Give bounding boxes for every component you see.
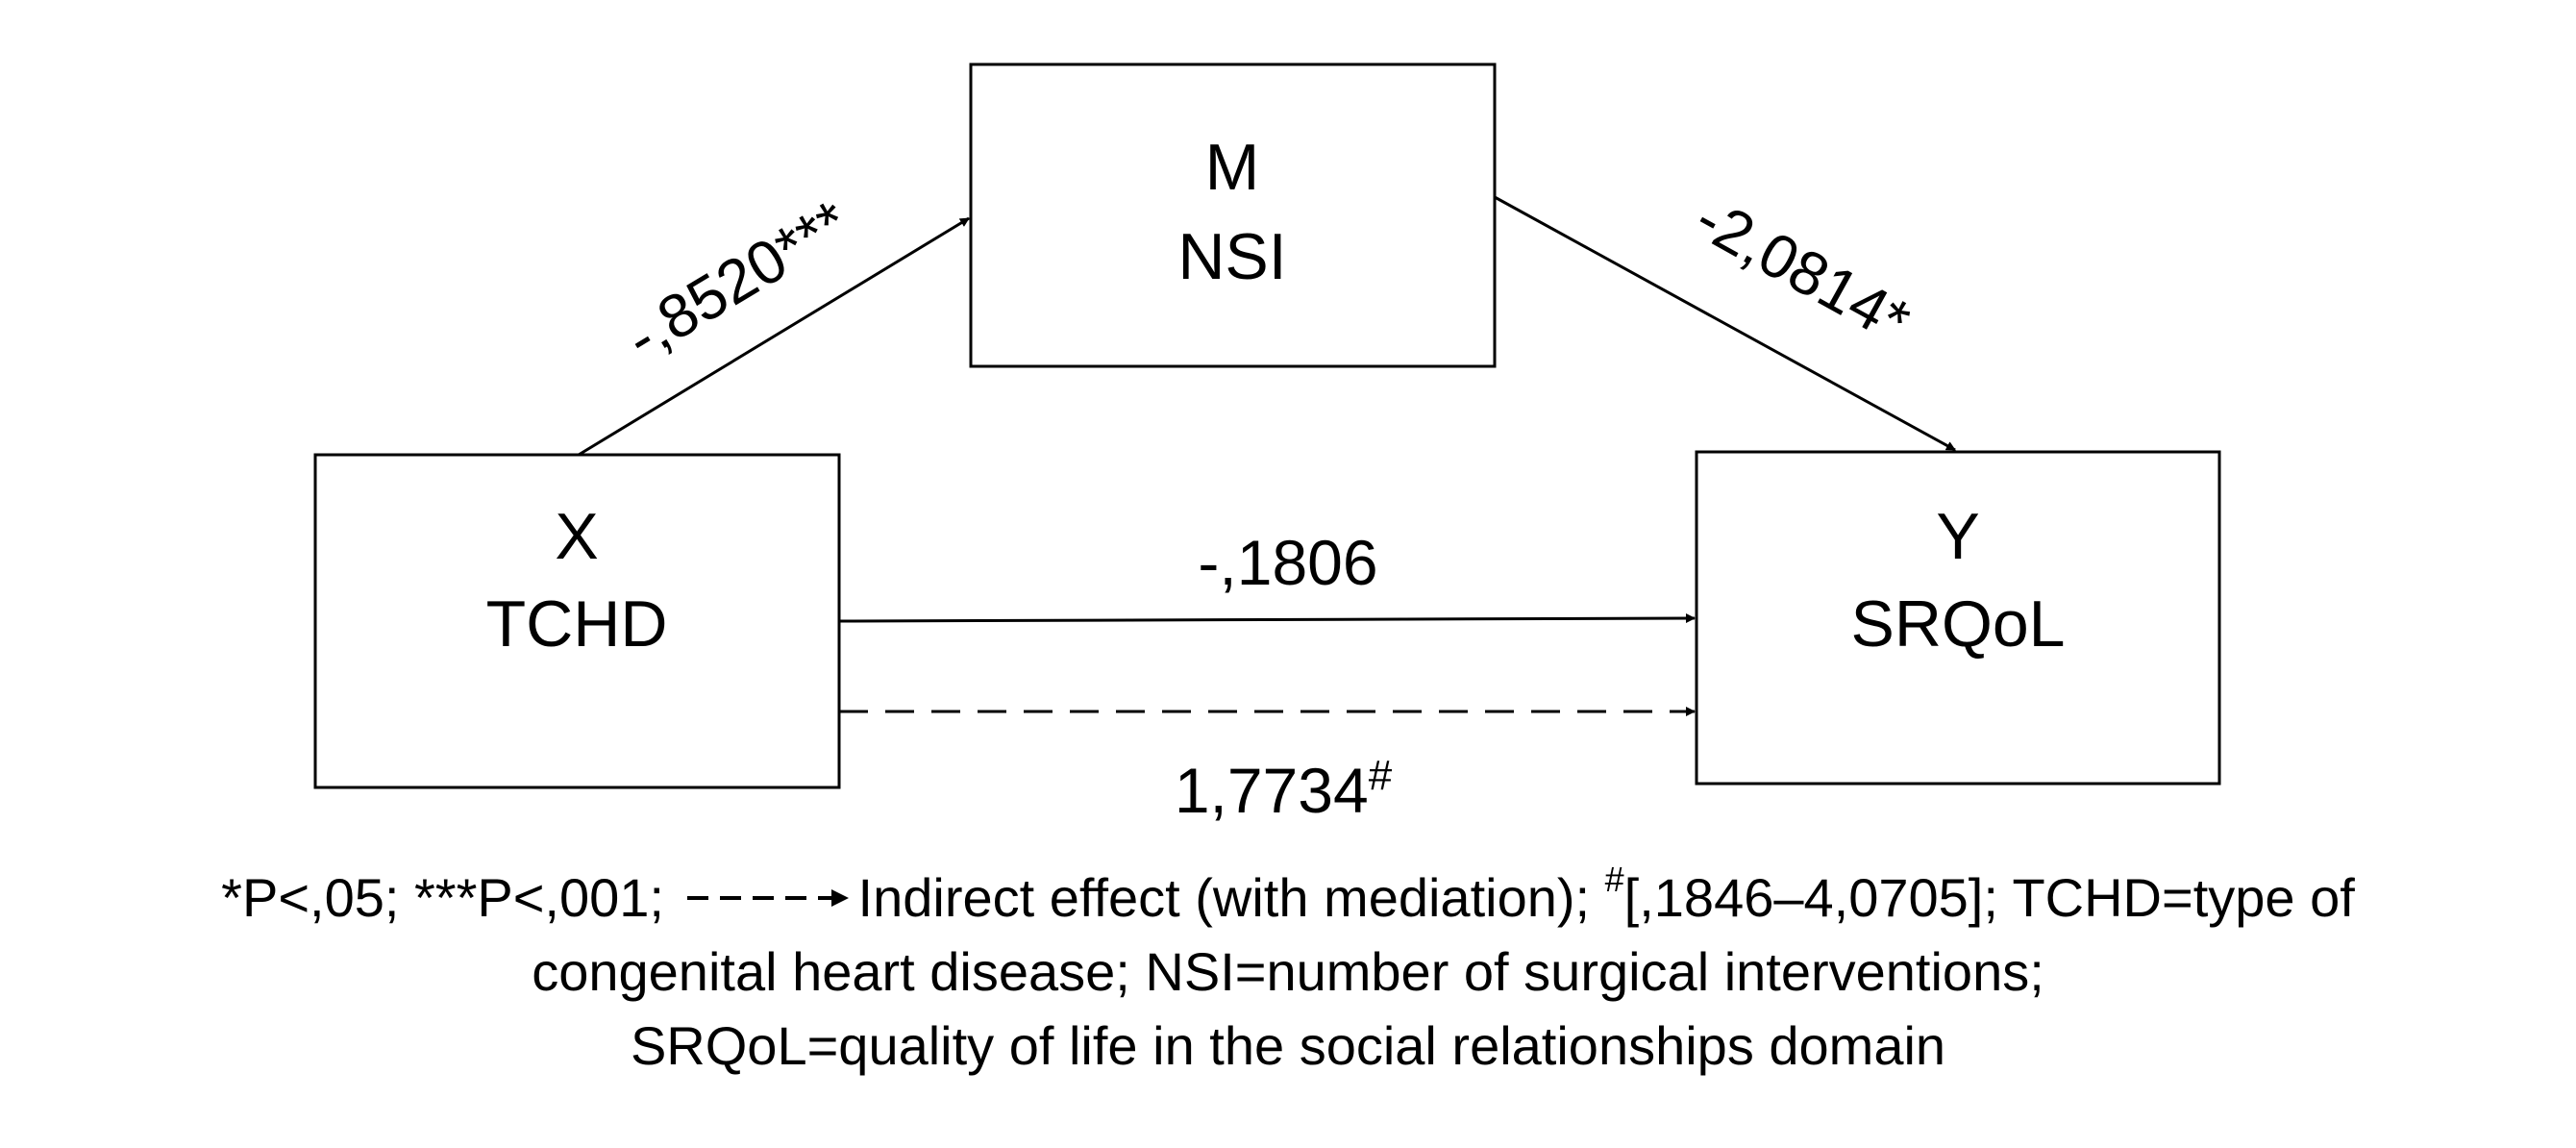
node-x-name: TCHD [486,587,668,661]
legend-line-2: congenital heart disease; NSI=number of … [532,941,2044,1002]
path-a-arrow [578,216,970,457]
node-m-name: NSI [1177,220,1286,293]
dashed-arrow-icon [686,889,849,908]
legend-line-1: *P<,05; ***P<,001; Indirect effect (with… [0,861,2576,935]
legend-ci: [,1846–4,0705]; TCHD=type of [1623,867,2355,928]
path-a-label: -,8520*** [613,187,860,373]
node-m-letter: M [1205,131,1260,204]
legend-sig3: ***P<,001; [414,867,664,928]
node-y-letter: Y [1936,500,1979,573]
legend: *P<,05; ***P<,001; Indirect effect (with… [0,861,2576,1083]
path-c-direct-arrow [838,613,1696,624]
path-b-label: -2,0814* [1684,184,1921,357]
path-c-direct-label: -,1806 [1198,527,1377,598]
node-box-y [1695,450,2221,786]
legend-indirect-desc: Indirect effect (with mediation); [857,867,1591,928]
node-x-letter: X [555,500,598,573]
node-box-x [313,453,841,789]
node-y-name: SRQoL [1851,587,2066,661]
legend-ci-mark: # [1604,860,1624,899]
node-box-m [969,62,1497,368]
path-indirect-label: 1,7734# [1175,752,1393,826]
path-b-arrow [1494,195,1956,452]
indirect-value: 1,7734 [1175,755,1369,826]
indirect-mark: # [1369,752,1393,799]
legend-line-3: SRQoL=quality of life in the social rela… [630,1015,1946,1076]
legend-sig1: *P<,05; [221,867,400,928]
